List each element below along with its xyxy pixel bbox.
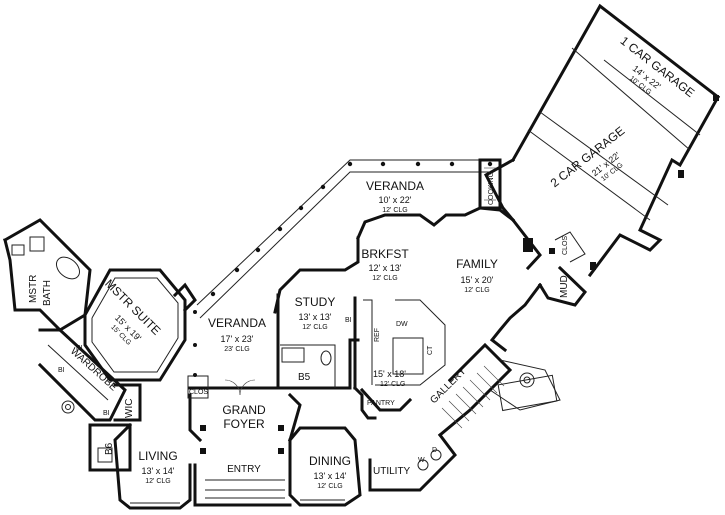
brkfst-label: BRKFST <box>361 247 409 261</box>
living-clg: 12' CLG <box>145 478 170 485</box>
b6-label: B6 <box>104 442 115 455</box>
clos-garage-label: CLOS <box>562 236 569 255</box>
w-label: W <box>418 457 425 464</box>
rear-veranda <box>196 158 502 319</box>
ct-label: CT <box>427 345 434 355</box>
brkfst-clg: 12' CLG <box>372 275 397 282</box>
veranda-rear-size: 10' x 22' <box>379 195 412 205</box>
bath-label: BATH <box>42 280 53 306</box>
dining-clg: 12' CLG <box>317 483 342 490</box>
study-label: STUDY <box>295 295 336 309</box>
veranda-rear-clg: 12' CLG <box>382 207 407 214</box>
dining-size: 13' x 14' <box>314 471 347 481</box>
room-labels: 1 CAR GARAGE 14' x 22' 10' CLG 2 CAR GAR… <box>28 34 697 490</box>
study-size: 13' x 13' <box>299 312 332 322</box>
family-label: FAMILY <box>456 257 498 271</box>
kitchen-size: 15' x 18' <box>373 369 406 379</box>
dining-label: DINING <box>309 454 351 468</box>
pantry-label: PANTRY <box>367 400 395 407</box>
d-label: D <box>432 447 437 454</box>
mud-label: MUD <box>559 275 570 298</box>
grand-foyer-label-2: FOYER <box>223 417 265 431</box>
kitchen-clg: 12' CLG <box>380 381 405 388</box>
bi-study-label: BI <box>345 317 352 324</box>
grand-foyer-label-1: GRAND <box>222 403 266 417</box>
utility-label: UTILITY <box>373 466 411 477</box>
wic-label: WIC <box>124 399 135 418</box>
veranda-side-label: VERANDA <box>208 316 266 330</box>
ref-label: REF <box>374 328 381 342</box>
b5-label: B5 <box>298 372 311 383</box>
family-size: 15' x 20' <box>461 275 494 285</box>
veranda-rear-label: VERANDA <box>366 179 424 193</box>
garage-wing <box>484 3 721 307</box>
dw-label: DW <box>396 321 408 328</box>
master-wing <box>2 218 197 472</box>
entry-label: ENTRY <box>227 464 261 475</box>
bi-wardrobe-label-1: BI <box>76 345 83 352</box>
living-label: LIVING <box>138 449 177 463</box>
bi-b6-label: BI <box>103 410 110 417</box>
cooking-label: COOKING <box>488 172 495 205</box>
living-size: 13' x 14' <box>142 466 175 476</box>
family-clg: 12' CLG <box>464 287 489 294</box>
mstr-label: MSTR <box>28 275 39 303</box>
gallery-label: GALLERY <box>428 366 469 407</box>
clos-foyer-label: CLOS <box>189 389 208 396</box>
brkfst-size: 12' x 13' <box>369 263 402 273</box>
veranda-side-size: 17' x 23' <box>221 334 254 344</box>
veranda-side-clg: 23' CLG <box>224 346 249 353</box>
study-clg: 12' CLG <box>302 324 327 331</box>
house-walls <box>113 206 561 510</box>
bi-wardrobe-label-2: BI <box>58 367 65 374</box>
